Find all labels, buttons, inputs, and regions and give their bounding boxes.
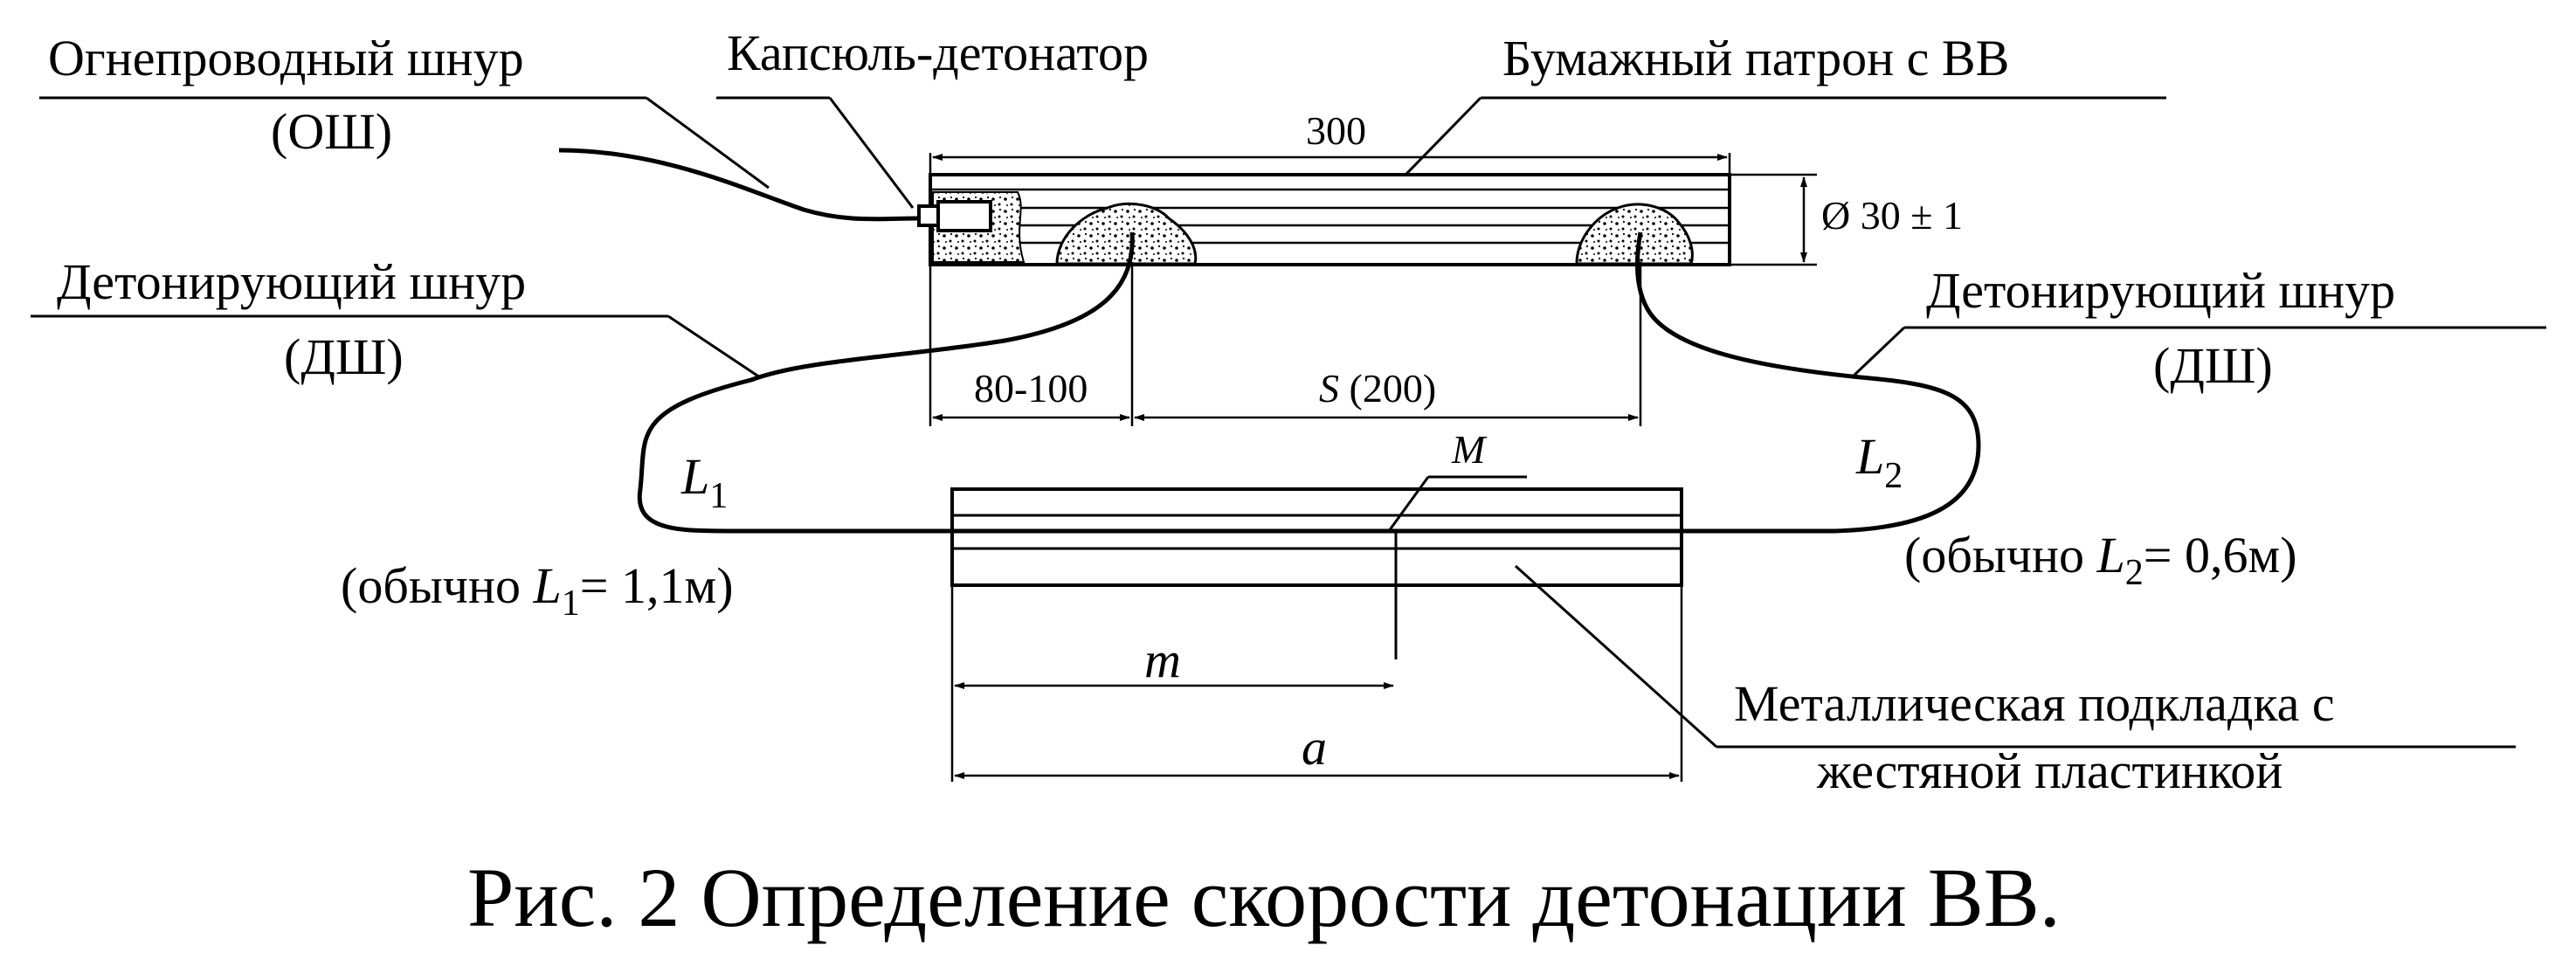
cord-end-lump-left: [1055, 202, 1198, 266]
fuse-label-line1: Огнепроводный шнур: [48, 30, 524, 86]
metal-plate: [950, 487, 1683, 587]
right-cord-label-leader: [1850, 326, 2546, 379]
spacing-value: (200): [1350, 366, 1437, 411]
spacing-dimension: [1134, 262, 1642, 426]
plate-label-line1: Металлическая подкладка с: [1734, 675, 2335, 732]
plate-length-label: a: [1302, 719, 1327, 776]
diameter-dimension: [1730, 173, 1817, 266]
diameter-value: Ø 30 ± 1: [1821, 193, 1963, 238]
mark-point-label: M: [1451, 427, 1488, 472]
spacing-symbol: S: [1319, 366, 1339, 411]
left-cord-label-line2: (ДШ): [284, 328, 404, 385]
mark-length-dimension: [950, 585, 1394, 782]
detonating-cord: [637, 231, 1981, 534]
loop-l1-note: (обычно L1= 1,1м): [341, 557, 734, 624]
left-cord-label-leader: [31, 314, 761, 379]
mark-length-label: m: [1144, 631, 1181, 688]
cord-end-lump-right: [1575, 203, 1694, 266]
right-cord-label-line1: Детонирующий шнур: [1926, 262, 2395, 319]
plate-label-leader: [1514, 564, 2516, 749]
detonator-label: Капсюль-детонатор: [727, 24, 1149, 81]
figure-caption: Рис. 2 Определение скорости детонации ВВ…: [467, 851, 2061, 944]
fuse-cord: [558, 148, 918, 222]
fuse-label-line2: (ОШ): [271, 103, 392, 160]
loop-l2-note: (обычно L2= 0,6м): [1904, 527, 2297, 593]
detonator-cap: [917, 200, 992, 232]
fuse-label-leader: [39, 96, 770, 190]
left-cord-label-line1: Детонирующий шнур: [57, 253, 526, 310]
mark-point-leader: [1387, 475, 1527, 532]
loop-l1-label: L1: [680, 448, 728, 516]
cartridge-label: Бумажный патрон с ВВ: [1502, 30, 2009, 86]
right-cord-label-line2: (ДШ): [2153, 337, 2273, 394]
offset-dimension: [929, 262, 1134, 426]
length-value: 300: [1306, 108, 1366, 153]
spacing-label: S (200): [1319, 366, 1436, 411]
plate-label-line2: жестяной пластинкой: [1816, 742, 2282, 799]
length-dimension: [929, 153, 1731, 175]
detonator-label-leader: [716, 96, 915, 209]
plate-length-dimension: [954, 585, 1683, 782]
offset-value: 80-100: [974, 366, 1088, 411]
loop-l2-label: L2: [1855, 428, 1903, 496]
